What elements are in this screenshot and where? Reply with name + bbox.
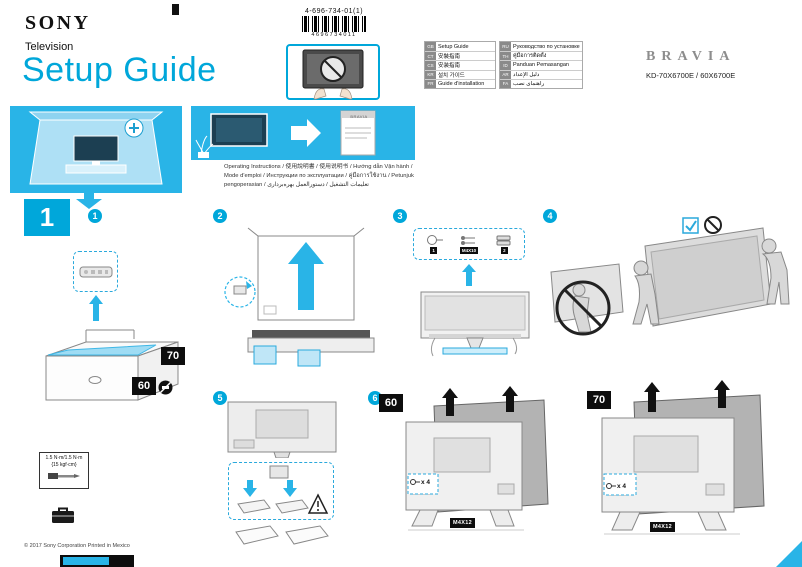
- torque-value: 1.5 N·m/1.5 N·m: [45, 455, 83, 461]
- language-code: GB: [425, 42, 436, 52]
- language-code: RU: [500, 42, 511, 52]
- no-touch-illustration: [286, 44, 380, 100]
- step-4-badge: 4: [543, 209, 557, 223]
- tv-70-stand-illustration: [600, 380, 768, 543]
- language-label: دليل الإعداد: [513, 71, 540, 78]
- screw-quantity-callout: x 4: [410, 478, 430, 486]
- step-3-badge: 3: [393, 209, 407, 223]
- step-6-badge: 6: [368, 391, 382, 405]
- language-label: คู่มือการติดตั้ง: [513, 53, 547, 60]
- language-code: TH: [500, 52, 511, 61]
- section-number: 1: [24, 199, 70, 236]
- no-cutter-icon: [158, 380, 173, 400]
- tv-with-stand-illustration: [415, 290, 535, 365]
- language-label: Guide d'installation: [438, 80, 485, 87]
- language-label: Setup Guide: [438, 43, 469, 50]
- toolbox-icon: [50, 504, 76, 529]
- no-touch-screen-warning: [286, 44, 380, 105]
- torque-spec-box: 1.5 N·m/1.5 N·m {15 kgf·cm}: [39, 452, 89, 489]
- step-1-badge: 1: [88, 209, 102, 223]
- remote-illustration: [79, 266, 112, 277]
- arrow-down-icon: [76, 191, 102, 214]
- screw-spec-70-tag: M4X12: [650, 522, 675, 532]
- registration-mark: [172, 4, 179, 15]
- language-label: Panduan Pemasangan: [513, 62, 569, 69]
- carry-tv-illustration: [545, 216, 790, 353]
- accessory-batteries: 2: [487, 231, 522, 257]
- page-corner-fold: [776, 541, 802, 567]
- sony-logo: SONY: [25, 12, 91, 34]
- product-line-label: Television: [25, 41, 74, 53]
- language-label: راهنمای نصب: [513, 80, 545, 87]
- screw-spec-60-tag: M4X12: [450, 518, 475, 528]
- step-5-badge: 5: [213, 391, 227, 405]
- accessory-tag: M4X10: [459, 247, 479, 254]
- model-numbers: KD-70X6700E / 60X6700E: [646, 71, 736, 80]
- screw-icon: [410, 479, 420, 485]
- accessory-tag: 2: [501, 247, 508, 254]
- screw-quantity: x 4: [617, 482, 627, 490]
- language-code: AR: [500, 70, 511, 79]
- language-label: 설치 가이드: [438, 72, 465, 79]
- lift-carton-illustration: [224, 226, 376, 373]
- language-code: FR: [425, 79, 436, 88]
- part-number: 4-696-734-01(1): [304, 8, 364, 15]
- barcode-block: 4-696-734-01(1) 4696734011: [298, 8, 370, 38]
- screwdriver-icon: [48, 473, 80, 479]
- bravia-logo: BRAVIA: [646, 49, 736, 64]
- arrow-up-icon: [89, 295, 103, 326]
- language-code: FA: [500, 79, 511, 88]
- size-70-variant-tag: 70: [587, 391, 611, 409]
- wall-mount-manual-illustration: [191, 106, 415, 165]
- language-code: KR: [425, 70, 436, 79]
- size-60-variant-tag: 60: [379, 394, 403, 412]
- print-registration-mark: [60, 555, 134, 567]
- screw-quantity: x 4: [421, 478, 431, 486]
- language-code: CT: [425, 52, 436, 61]
- page-title: Setup Guide: [22, 51, 217, 89]
- language-label: 安装指南: [438, 63, 461, 70]
- language-label: 安裝指南: [438, 54, 461, 61]
- language-label: Руководство по установке: [513, 43, 580, 50]
- screw-icon: [606, 483, 616, 489]
- tv-back-illustration: [226, 400, 338, 463]
- step-2-badge: 2: [213, 209, 227, 223]
- accessory-cord: 1: [416, 231, 451, 257]
- manual-cover-label: BRAVIA: [350, 114, 368, 119]
- copyright-text: © 2017 Sony Corporation Printed in Mexic…: [24, 543, 130, 549]
- room-placement-illustration: [10, 106, 182, 198]
- stand-attach-detail-box: [228, 462, 334, 520]
- language-code: ID: [500, 61, 511, 70]
- screw-quantity-callout: x 4: [606, 482, 626, 490]
- accessory-callout-box: [73, 251, 118, 292]
- torque-value-kgf: {15 kgf·cm}: [51, 462, 77, 468]
- barcode: [302, 16, 366, 32]
- barcode-digits: 4696734011: [311, 32, 357, 38]
- arrow-up-icon: [462, 264, 476, 291]
- accessory-box: 1 M4X10 2: [413, 228, 525, 260]
- stand-feet-illustration: [230, 524, 334, 555]
- size-60-tag: 60: [132, 377, 156, 395]
- operating-instructions-text: Operating Instructions / 使用說明書 / 使用说明书 /…: [224, 164, 414, 188]
- language-code: CS: [425, 61, 436, 70]
- accessory-tag: 1: [430, 247, 437, 254]
- size-70-tag: 70: [161, 347, 185, 365]
- accessory-screws: M4X10: [451, 231, 486, 257]
- tv-60-stand-illustration: [404, 386, 552, 541]
